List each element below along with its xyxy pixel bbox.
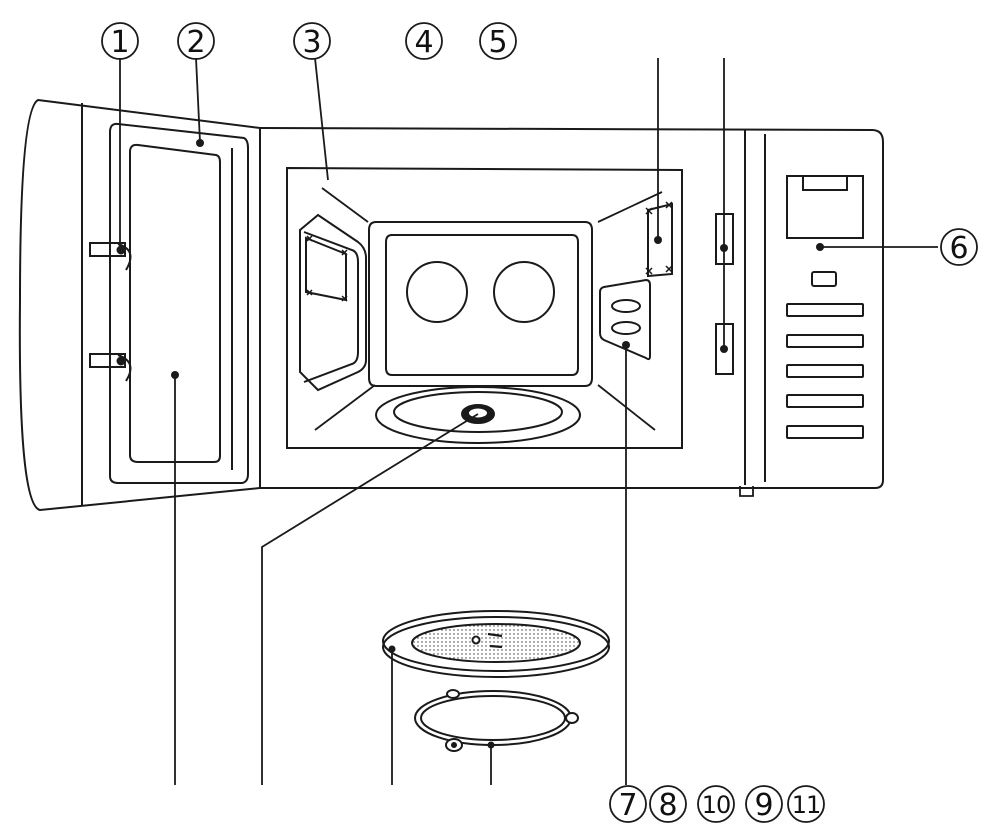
leader-lines [119,57,938,785]
control-panel [744,130,864,485]
door-latch-upper [89,242,132,271]
callout-numbers: 1 2 3 4 5 6 7 8 [101,22,978,823]
waveguide-cover [599,278,651,361]
door-outer-panel [18,98,261,512]
cabinet-outline [259,127,884,489]
callout-3-label: 3 [302,25,321,60]
callout-10: 10 [697,785,735,823]
callout-7: 7 [609,785,647,823]
cavity-left-panel [299,213,367,392]
back-wall-vent-right [493,261,555,323]
hinge-tab [739,486,754,497]
cavity-right-plate [645,201,673,278]
callout-8-label: 8 [658,788,677,823]
door-seal-frame [109,122,249,484]
callout-9: 9 [745,785,783,823]
callout-5-label: 5 [488,25,507,60]
cavity-back-wall [368,221,593,387]
callout-6-label: 6 [949,231,968,266]
callout-2: 2 [177,22,215,60]
callout-9-label: 9 [754,788,773,823]
callout-1-label: 1 [110,25,129,60]
callout-1: 1 [101,22,139,60]
cavity-corner-lines [314,187,663,431]
callout-8: 8 [649,785,687,823]
roller-ring [414,689,579,752]
cavity-back-inner [385,234,579,376]
callout-7-label: 7 [618,788,637,823]
display-window [786,175,864,239]
callout-11-label: 11 [792,791,821,819]
back-wall-vent-left [406,261,468,323]
callout-5: 5 [479,22,517,60]
panel-slots [786,303,864,439]
cabinet [259,127,884,497]
callout-4: 4 [405,22,443,60]
leader-8 [261,413,479,785]
callout-10-label: 10 [702,791,731,819]
callout-3: 3 [293,22,331,60]
callout-2-label: 2 [186,25,205,60]
callout-11: 11 [787,785,825,823]
callout-6: 6 [940,228,978,266]
panel-small-button [811,271,837,287]
cavity-outer [286,166,683,449]
leader-2 [195,57,201,143]
door-seal-dot [196,139,204,147]
leader-3 [314,57,329,181]
callout-4-label: 4 [414,25,433,60]
door-window [129,143,221,463]
door-latch-lower [89,353,132,382]
glass-tray [382,610,610,678]
door [18,98,261,512]
door-window-dot [171,371,179,379]
